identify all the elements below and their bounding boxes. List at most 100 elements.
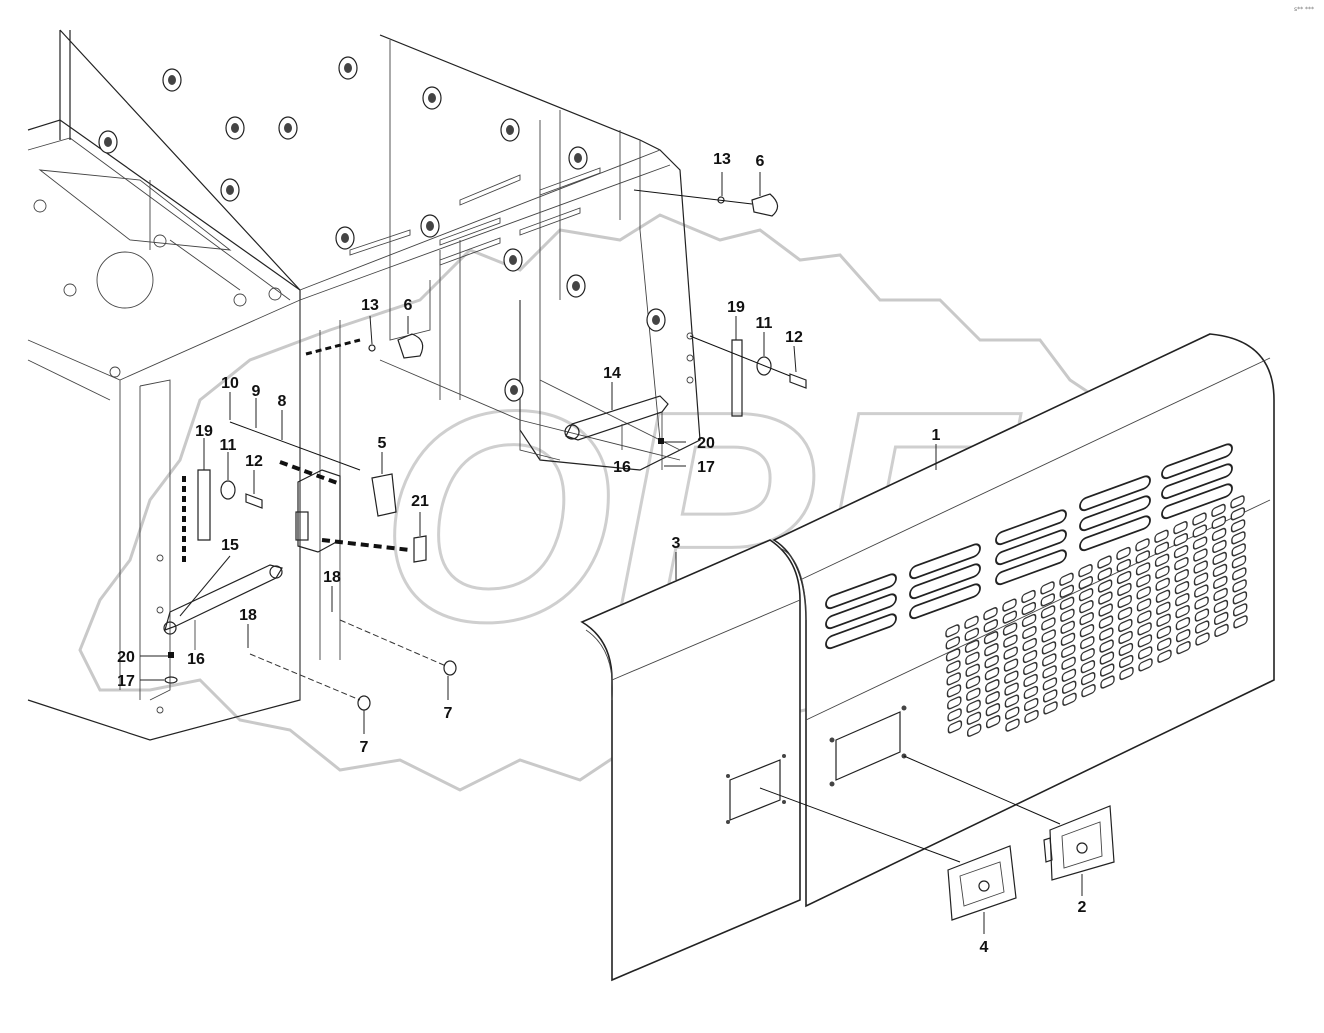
grille-hole xyxy=(1138,658,1153,672)
grille-hole xyxy=(1079,612,1094,626)
callout-16-right: 16 xyxy=(613,459,631,476)
grille-hole xyxy=(983,631,999,645)
grille-hole xyxy=(1100,675,1115,689)
panel-1-upper-vents xyxy=(825,443,1233,650)
grille-hole xyxy=(984,643,999,657)
grille-hole xyxy=(1193,572,1209,586)
grille-hole xyxy=(1174,581,1190,595)
grille-hole xyxy=(1231,531,1246,545)
grille-hole xyxy=(984,667,1000,681)
callout-7-right: 7 xyxy=(444,705,453,722)
callout-12-left: 12 xyxy=(245,453,263,470)
grille-hole xyxy=(1154,529,1169,543)
grille-hole xyxy=(1059,584,1075,598)
grille-hole xyxy=(1004,694,1020,708)
grille-hole xyxy=(1211,527,1227,542)
grille-hole xyxy=(1080,672,1096,686)
callout-19-left: 19 xyxy=(195,423,213,440)
grille-hole xyxy=(1118,618,1133,633)
callout-6-top: 6 xyxy=(756,153,765,170)
grille-hole xyxy=(1173,521,1188,535)
grille-hole xyxy=(1098,591,1113,605)
grille-hole xyxy=(966,699,981,713)
grille-hole xyxy=(1023,661,1038,676)
callout-9: 9 xyxy=(252,383,261,400)
grille-hole xyxy=(1156,601,1171,615)
callout-20-left: 20 xyxy=(117,649,135,666)
callout-18-right: 18 xyxy=(323,569,341,586)
grille-hole xyxy=(1156,637,1172,651)
grille-hole xyxy=(1212,539,1227,554)
grille-hole xyxy=(1078,564,1093,578)
grille-hole xyxy=(1059,572,1074,586)
grille-hole xyxy=(1136,586,1151,600)
grille-hole xyxy=(1156,613,1171,627)
corner-code: s** *** xyxy=(1293,6,1314,13)
grille-hole xyxy=(1155,565,1170,579)
screw-7-right xyxy=(443,660,457,676)
grille-hole xyxy=(1099,627,1114,641)
side-door-panel-3 xyxy=(580,539,801,982)
grille-hole xyxy=(965,675,981,689)
grille-hole xyxy=(1097,555,1112,569)
grille-hole xyxy=(1042,677,1058,691)
grille-hole xyxy=(986,715,1001,729)
frame-rear-wall xyxy=(379,34,701,471)
grille-hole xyxy=(1194,596,1209,610)
grille-hole xyxy=(1213,575,1228,590)
grille-hole xyxy=(1195,632,1210,646)
grille-hole xyxy=(1137,622,1152,636)
latch-lock-2 xyxy=(903,755,1115,881)
callout-13-left: 13 xyxy=(361,297,379,314)
grille-hole xyxy=(1118,630,1133,645)
grille-hole xyxy=(1080,636,1095,650)
bumper-6-top xyxy=(751,193,779,217)
grille-hole xyxy=(1174,557,1189,571)
grille-hole xyxy=(1042,665,1057,679)
grille-hole xyxy=(1042,689,1058,703)
grille-hole xyxy=(1023,673,1038,688)
grille-hole xyxy=(947,720,963,734)
grille-hole xyxy=(1003,646,1018,660)
grille-hole xyxy=(1099,663,1115,677)
grille-hole xyxy=(1060,632,1076,646)
front-door-panel-1 xyxy=(772,333,1275,908)
callout-5: 5 xyxy=(378,435,387,452)
grille-hole xyxy=(1079,600,1094,614)
grille-hole xyxy=(1005,718,1020,732)
grille-hole xyxy=(1154,553,1170,567)
grille-hole xyxy=(1137,610,1152,624)
grille-hole xyxy=(1004,670,1019,684)
wall-grommets xyxy=(98,56,666,402)
callout-13-top: 13 xyxy=(713,151,731,168)
grille-hole xyxy=(1213,611,1229,626)
hinge-plate-right xyxy=(731,339,743,417)
callout-6-left: 6 xyxy=(404,297,413,314)
grille-hole xyxy=(1136,598,1152,612)
grille-hole xyxy=(1232,579,1247,593)
grille-hole xyxy=(1041,617,1056,631)
grille-hole xyxy=(966,711,982,725)
washer-11-left xyxy=(220,480,236,500)
grille-hole xyxy=(1022,637,1037,652)
grille-hole xyxy=(964,627,979,641)
washer-11-right xyxy=(756,356,772,376)
bolt-12-left xyxy=(245,493,263,509)
screw-7-left xyxy=(357,695,371,711)
callout-19-right: 19 xyxy=(727,299,745,316)
grille-hole xyxy=(1002,622,1018,636)
callout-12-right: 12 xyxy=(785,329,803,346)
grille-hole xyxy=(1118,654,1134,669)
grille-hole xyxy=(1061,644,1076,658)
grille-hole xyxy=(1192,512,1207,526)
grille-hole xyxy=(1023,685,1039,700)
grille-hole xyxy=(1232,567,1247,581)
grille-hole xyxy=(1043,701,1058,715)
grille-hole xyxy=(1117,606,1133,621)
latch-lock-4 xyxy=(759,787,1017,921)
grille-hole xyxy=(1157,649,1172,663)
grille-hole xyxy=(1024,709,1039,724)
grille-hole xyxy=(1174,569,1189,583)
grille-hole xyxy=(1230,495,1245,509)
grille-hole xyxy=(964,615,979,629)
